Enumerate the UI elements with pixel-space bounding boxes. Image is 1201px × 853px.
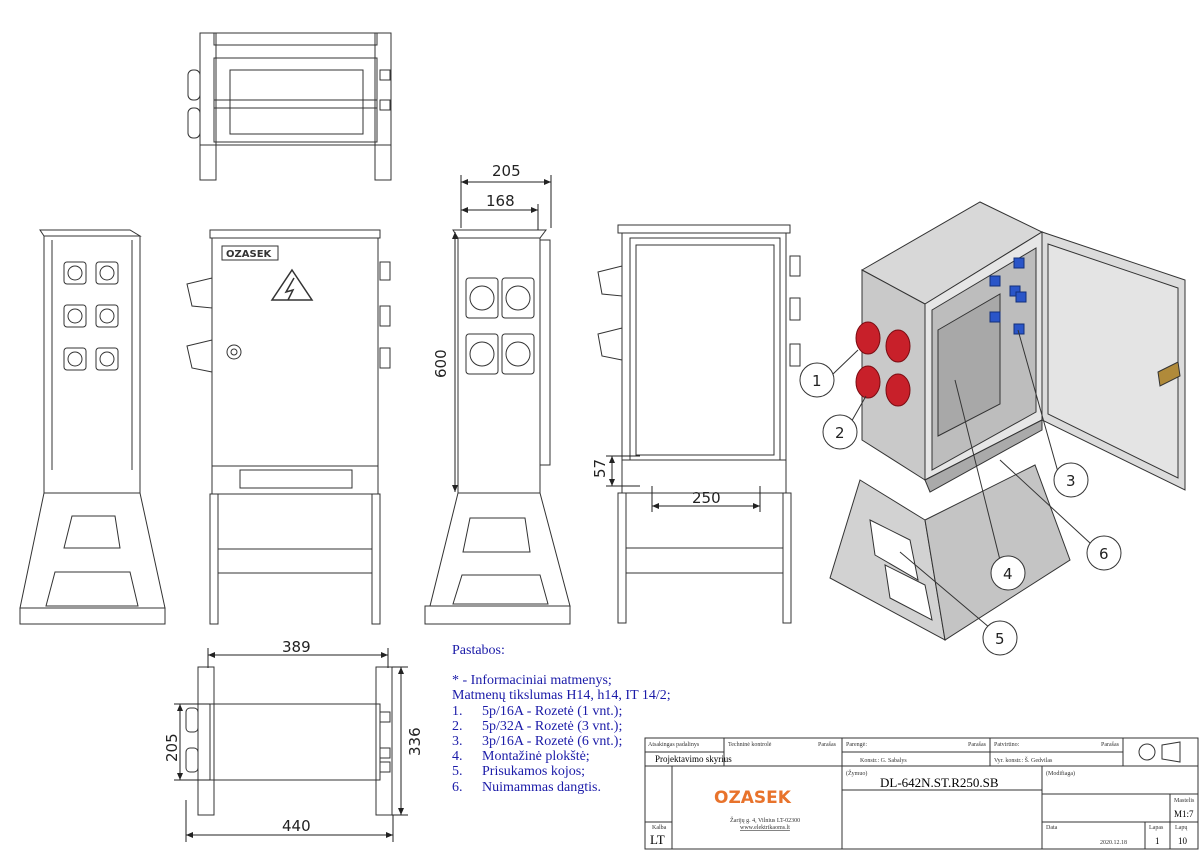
tb-date: 2020.12.18 xyxy=(1100,840,1127,846)
callout-6: 6 xyxy=(1099,545,1109,563)
notes-item: 3.3p/16A - Rozetė (6 vnt.); xyxy=(452,734,623,750)
tb-tech-label: Techninė kontrolė xyxy=(728,742,772,748)
tb-scale: M1:7 xyxy=(1174,809,1194,819)
front-logo: OZASEK xyxy=(226,249,273,260)
dim-inner-base-width: 250 xyxy=(692,489,721,507)
tb-sign2: Parašas xyxy=(968,742,987,748)
dim-plan-overall: 440 xyxy=(282,817,311,835)
side-view-right xyxy=(424,229,571,625)
tb-approved-label: Patvirtino: xyxy=(994,742,1020,748)
tb-sheet: 1 xyxy=(1155,836,1160,846)
dim-height: 600 xyxy=(432,349,450,378)
notes-block: Pastabos: * - Informaciniai matmenys; Ma… xyxy=(452,643,671,795)
top-view xyxy=(187,32,392,181)
iso-blue-sockets xyxy=(989,257,1027,335)
dim-top-width: 205 xyxy=(492,162,521,180)
tb-name-label: (Žymuo) xyxy=(846,769,867,777)
callout-4: 4 xyxy=(1003,565,1013,583)
tb-code: DL-642N.ST.R250.SB xyxy=(880,775,999,790)
notes-item: 6.Nuimammas dangtis. xyxy=(452,779,601,795)
tb-sign1: Parašas xyxy=(818,742,837,748)
dim-plan-width: 389 xyxy=(282,638,311,656)
tb-dept: Projektavimo skyrius xyxy=(655,754,732,764)
notes-item: 4.Montažinė plokštė; xyxy=(452,749,590,765)
dim-base-height: 57 xyxy=(591,459,609,478)
tb-sheets-label: Lapų xyxy=(1175,825,1187,831)
callout-1: 1 xyxy=(812,372,822,390)
tb-dept-label: Atsakingas padalinys xyxy=(648,742,700,748)
tb-address: Žarijų g. 4, Vilnius LT-02300 xyxy=(730,816,800,824)
tb-sign3: Parašas xyxy=(1101,742,1120,748)
notes-item: 2.5p/32A - Rozetė (3 vnt.); xyxy=(452,718,623,734)
tb-prepared-label: Parengė: xyxy=(846,742,867,748)
callout-2: 2 xyxy=(835,424,845,442)
tb-website: www.elektrikaoms.lt xyxy=(740,825,790,831)
callout-leaders xyxy=(832,329,1091,629)
tb-scale-label: Mastelis xyxy=(1174,798,1195,804)
tb-sheets: 10 xyxy=(1178,836,1188,846)
callouts xyxy=(799,362,1122,656)
side-view-left xyxy=(19,229,166,625)
notes-line: Matmenų tikslumas H14, h14, IT 14/2; xyxy=(452,688,671,704)
tb-chief: Vyr. konstr.: Š. Gedvilas xyxy=(994,756,1053,764)
callout-5: 5 xyxy=(995,630,1005,648)
dim-plan-depth-outer: 336 xyxy=(406,727,424,756)
notes-item: 5.Prisukamos kojos; xyxy=(452,764,586,780)
tb-mod-label: (Modifiaga) xyxy=(1046,770,1075,777)
notes-line: * - Informaciniai matmenys; xyxy=(452,673,612,689)
tb-lang-label: Kalba xyxy=(652,825,667,831)
tb-sheet-label: Lapas xyxy=(1149,825,1164,831)
inner-front-view xyxy=(597,224,801,624)
notes-item: 1.5p/16A - Rozetė (1 vnt.); xyxy=(452,703,623,719)
tb-date-label: Data xyxy=(1046,825,1058,831)
side-left-sockets xyxy=(63,261,119,371)
callout-3: 3 xyxy=(1066,472,1076,490)
side-right-sockets xyxy=(465,277,535,375)
title-block xyxy=(644,737,1199,850)
dim-inner-width: 168 xyxy=(486,192,515,210)
tb-lang: LT xyxy=(650,832,665,847)
tb-designer: Konstr.: G. Sabalys xyxy=(860,758,907,764)
notes-heading: Pastabos: xyxy=(452,643,505,658)
front-view xyxy=(186,229,391,625)
tb-company-logo: OZASEK xyxy=(714,788,792,808)
dim-plan-depth: 205 xyxy=(163,733,181,762)
plan-view xyxy=(185,666,393,816)
iso-red-sockets xyxy=(855,321,911,407)
